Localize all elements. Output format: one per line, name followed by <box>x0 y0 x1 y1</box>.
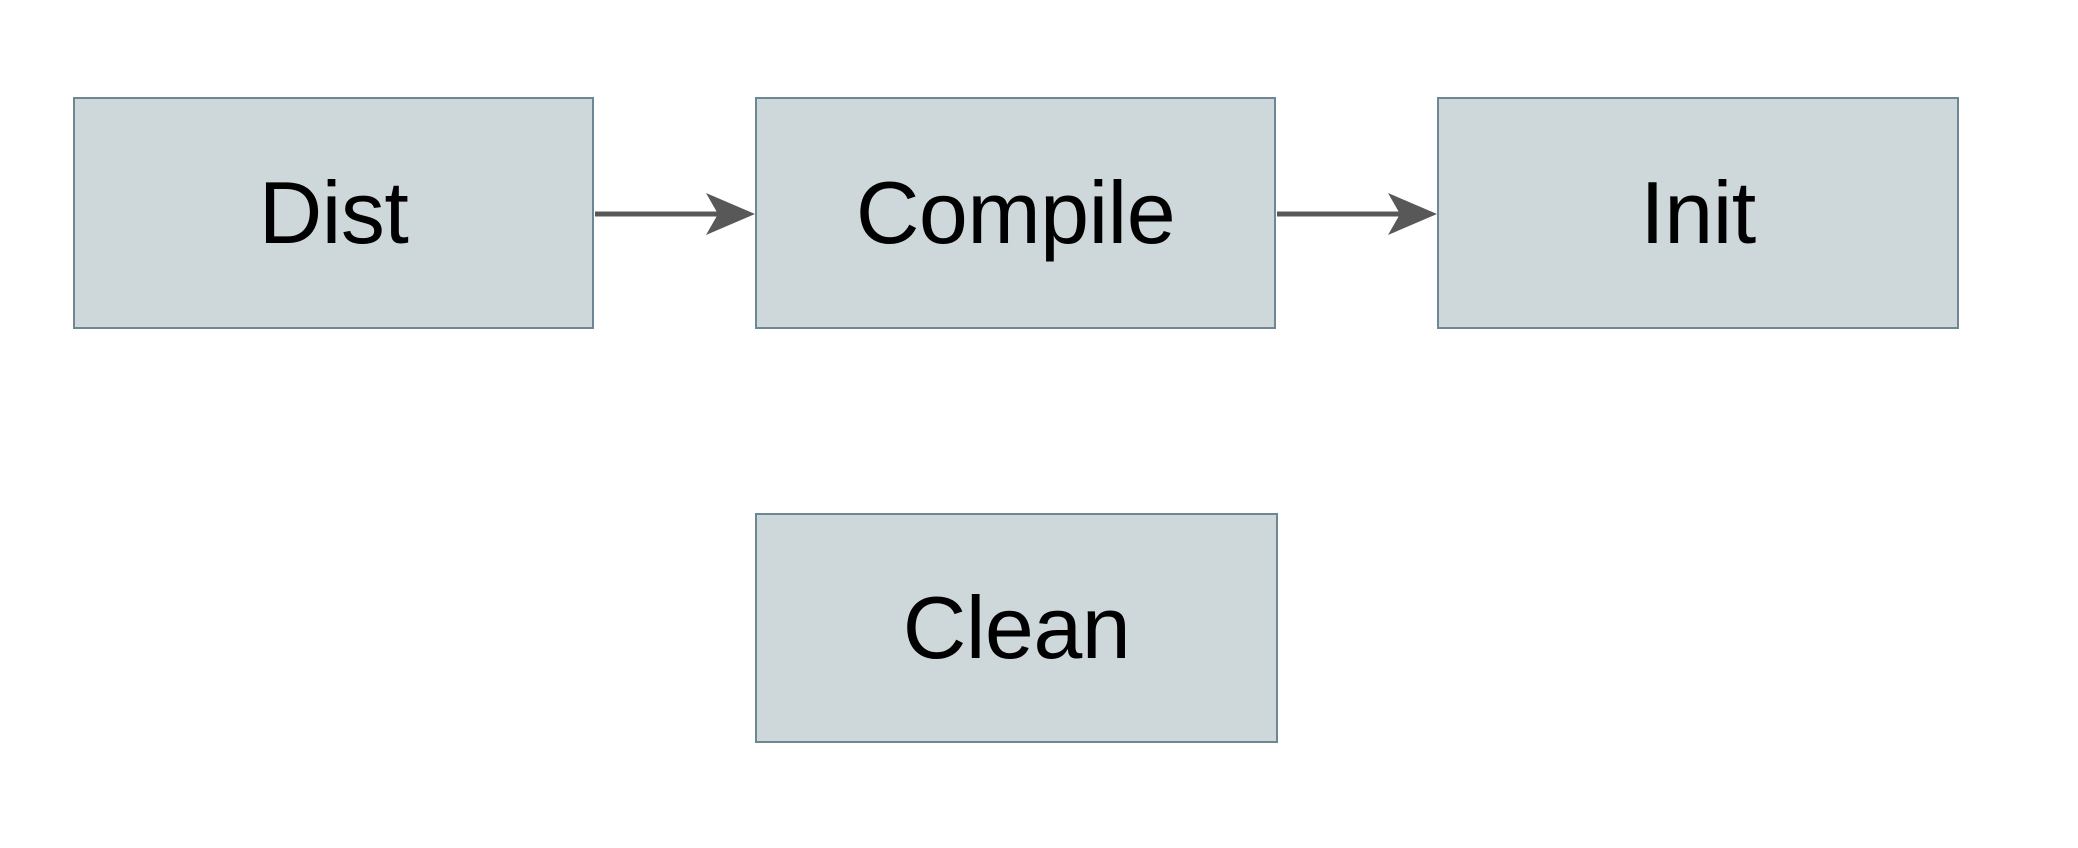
diagram-edge-compile-to-init[interactable] <box>1276 183 1439 245</box>
diagram-node-compile[interactable]: Compile <box>755 97 1276 329</box>
diagram-node-dist[interactable]: Dist <box>73 97 594 329</box>
arrowhead-icon <box>1388 193 1437 235</box>
node-label: Compile <box>855 163 1176 262</box>
node-label: Dist <box>258 163 409 262</box>
node-label: Init <box>1640 163 1756 262</box>
arrowhead-icon <box>706 193 755 235</box>
diagram-node-clean[interactable]: Clean <box>755 513 1278 743</box>
diagram-node-init[interactable]: Init <box>1437 97 1959 329</box>
node-label: Clean <box>902 578 1131 677</box>
diagram-edge-dist-to-compile[interactable] <box>594 183 757 245</box>
